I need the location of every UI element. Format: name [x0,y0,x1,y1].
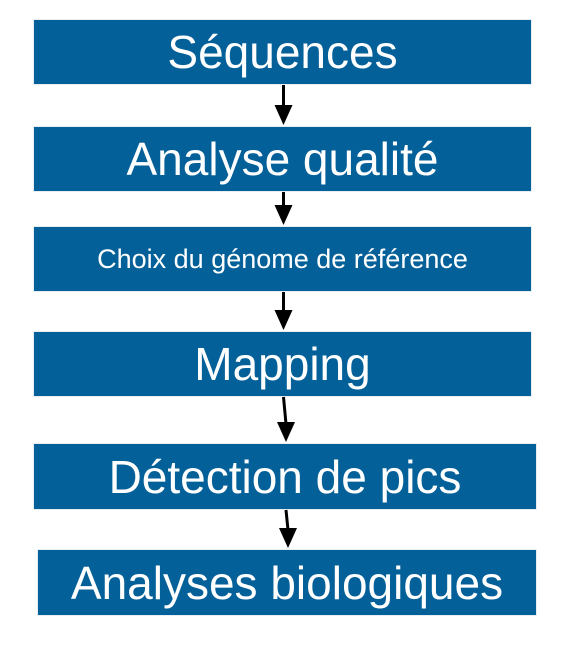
arrow-head [274,205,293,225]
arrow-1-to-2 [274,192,293,225]
step-label: Mapping [194,338,371,390]
step-label: Séquences [167,26,398,78]
arrow-3-to-4 [277,396,295,442]
arrow-0-to-1 [274,85,293,125]
step-choix-genome-reference: Choix du génome de référence [33,226,532,292]
step-analyse-qualite: Analyse qualité [33,126,532,192]
arrow-head [274,310,293,330]
step-label: Choix du génome de référence [97,243,468,274]
arrow-4-to-5 [279,509,297,548]
arrow-shaft [282,396,288,425]
arrow-head [274,105,293,125]
step-sequences: Séquences [33,19,532,85]
step-analyses-biologiques: Analyses biologiques [37,549,537,616]
arrow-head [279,528,297,548]
arrow-2-to-3 [274,292,293,330]
arrow-shaft [284,509,290,531]
step-mapping: Mapping [33,331,532,397]
step-detection-pics: Détection de pics [33,443,537,510]
step-label: Détection de pics [108,450,462,503]
arrow-head [277,422,295,442]
step-label: Analyses biologiques [70,556,504,609]
step-label: Analyse qualité [126,133,439,185]
